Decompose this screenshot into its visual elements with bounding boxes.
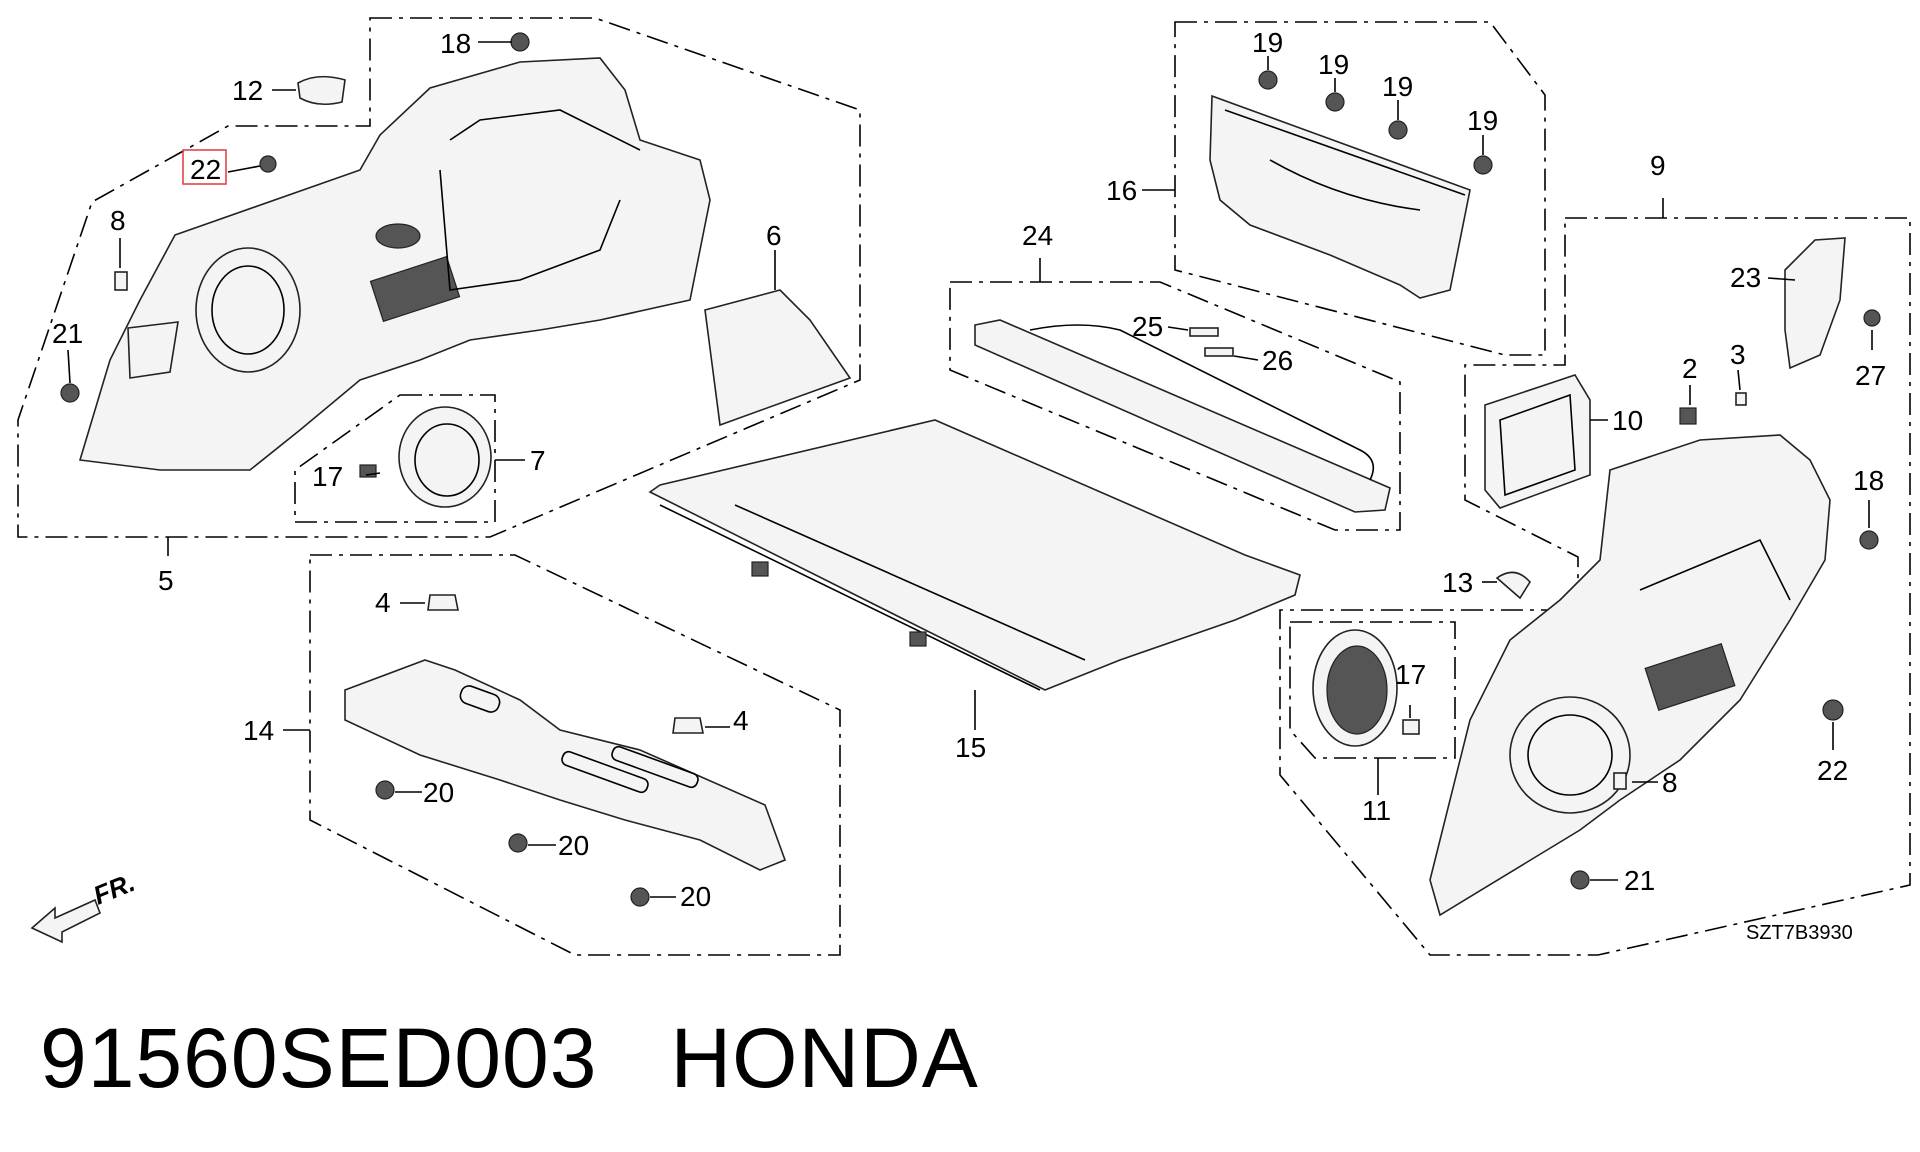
callout-22: 22 [190,154,221,185]
callout-12: 12 [232,75,263,106]
front-direction-arrow: FR. [30,867,139,944]
group-7-outline [294,394,496,523]
leaders-group-5 [67,41,776,476]
leaders-group-24 [1167,326,1259,361]
leaders-group-9 [1409,277,1873,881]
clip-21 [60,383,80,403]
part-6-panel [704,289,852,427]
callout-25: 25 [1132,311,1163,342]
callout-20: 20 [680,881,711,912]
clips-19 [1258,70,1493,175]
clips-4 [427,594,704,734]
callout-8: 8 [1662,767,1678,798]
callout-20: 20 [558,830,589,861]
callout-9: 9 [1650,150,1666,181]
clip-18 [510,32,530,52]
group-5-outline [17,17,861,556]
callout-19: 19 [1252,27,1283,58]
callout-19: 19 [1382,71,1413,102]
callout-18: 18 [440,28,471,59]
callout-7: 7 [530,445,546,476]
part-24-tonneau-cover [974,319,1391,513]
callout-19: 19 [1467,105,1498,136]
callout-26: 26 [1262,345,1293,376]
part-number: 91560SED003 [40,1011,598,1105]
brand-name: HONDA [670,1011,979,1105]
callout-2: 2 [1682,353,1698,384]
left-quarter-trim-panel [78,57,711,471]
part-11-speaker-cover [1312,629,1420,747]
callout-5: 5 [158,565,174,596]
clip-8 [114,271,128,291]
callout-4: 4 [375,587,391,618]
callout-10: 10 [1612,405,1643,436]
callout-18: 18 [1853,465,1884,496]
clips-20 [375,780,650,907]
callout-8: 8 [110,205,126,236]
callout-22: 22 [1817,755,1848,786]
part-15-cargo-board [648,419,1301,730]
clip-22 [259,155,277,173]
part-14-floor-panel [344,659,787,871]
caption: 91560SED003 HONDA [40,1010,979,1107]
callout-13: 13 [1442,567,1473,598]
callout-16: 16 [1106,175,1137,206]
callout-17: 17 [1395,659,1426,690]
callout-labels: 18 12 22 8 21 5 6 17 7 19 19 19 19 16 24… [52,27,1886,944]
callout-20: 20 [423,777,454,808]
callout-19: 19 [1318,49,1349,80]
callout-6: 6 [766,220,782,251]
leaders-group-16 [1142,56,1484,191]
callout-4: 4 [733,705,749,736]
clips-group-9 [1495,309,1881,890]
part-23-pillar-trim [1784,237,1846,370]
right-quarter-trim-panel [1429,434,1831,917]
callout-11: 11 [1362,795,1391,826]
callout-23: 23 [1730,262,1761,293]
callout-24: 24 [1022,220,1053,251]
group-24-outline [949,258,1401,531]
group-14-outline [283,554,841,956]
highlight-box [182,149,227,185]
diagram-ref-code: SZT7B3930 [1746,922,1853,944]
group-11-outline [1289,621,1456,795]
group-9-outline [1279,198,1911,956]
part-10-bracket [1484,374,1591,509]
callout-14: 14 [243,715,274,746]
part-7-speaker-cover [359,406,492,508]
callout-21: 21 [1624,865,1655,896]
group-16-outline [1174,21,1546,356]
callout-17: 17 [312,461,343,492]
callout-15: 15 [955,732,986,763]
clip-12 [297,75,346,106]
callout-27: 27 [1855,360,1886,391]
leaders-group-14 [395,602,730,898]
callout-21: 21 [52,318,83,349]
part-16-rear-trim [1209,94,1471,299]
callout-3: 3 [1730,339,1746,370]
